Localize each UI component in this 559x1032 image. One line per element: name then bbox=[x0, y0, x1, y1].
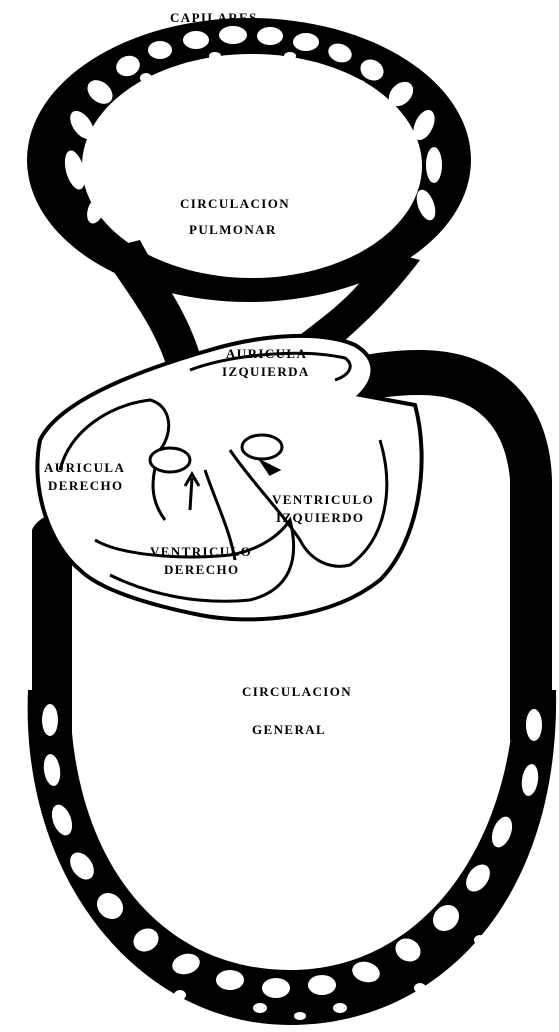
label-auricula-izquierda-2: IZQUIERDA bbox=[222, 364, 310, 379]
mitral-valve bbox=[242, 435, 282, 459]
label-auricula-derecho-2: DERECHO bbox=[48, 478, 124, 493]
label-ventriculo-izquierdo-2: IZQUIERDO bbox=[276, 510, 364, 525]
label-auricula-izquierda-1: AURICULA bbox=[226, 346, 307, 361]
systemic-capillary-band bbox=[28, 690, 556, 1025]
label-circulacion-general-1: CIRCULACION bbox=[242, 684, 352, 699]
label-capilares: CAPILARES bbox=[170, 10, 258, 25]
label-ventriculo-derecho-1: VENTRICULO bbox=[150, 544, 252, 559]
label-ventriculo-izquierdo-1: VENTRICULO bbox=[272, 492, 374, 507]
label-circulacion-pulmonar-2: PULMONAR bbox=[189, 222, 277, 237]
tricuspid-valve bbox=[150, 448, 190, 472]
label-auricula-derecho-1: AURICULA bbox=[44, 460, 125, 475]
label-ventriculo-derecho-2: DERECHO bbox=[164, 562, 240, 577]
label-circulacion-pulmonar-1: CIRCULACION bbox=[180, 196, 290, 211]
label-circulacion-general-2: GENERAL bbox=[252, 722, 326, 737]
